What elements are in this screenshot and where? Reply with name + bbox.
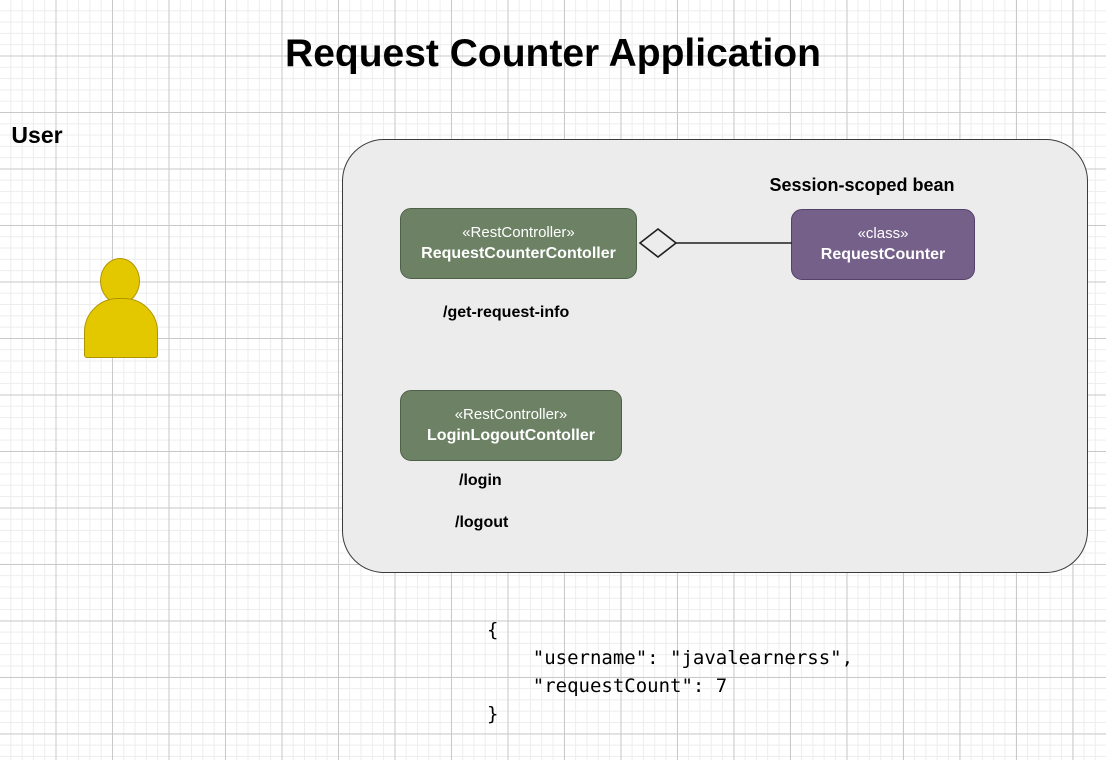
class-stereotype: «RestController» [454, 406, 568, 423]
aggregation-connector [638, 227, 792, 259]
page-title: Request Counter Application [285, 32, 821, 75]
endpoint-label-get-request-info: /get-request-info [443, 304, 570, 321]
session-scoped-bean-label: Session-scoped bean [769, 175, 955, 195]
class-box-request-counter[interactable]: «class» RequestCounter [791, 209, 975, 280]
class-name: RequestCounterContoller [421, 245, 616, 262]
class-box-login-logout-controller[interactable]: «RestController» LoginLogoutContoller [400, 390, 622, 461]
user-actor-body-icon [84, 298, 158, 358]
user-actor-label: User [11, 122, 63, 148]
user-actor [84, 258, 158, 410]
endpoint-label-logout: /logout [455, 514, 509, 531]
class-box-request-counter-controller[interactable]: «RestController» RequestCounterContoller [400, 208, 637, 279]
class-stereotype: «class» [857, 225, 909, 242]
class-stereotype: «RestController» [462, 224, 575, 241]
json-response-output: { "username": "javalearnerss", "requestC… [487, 619, 854, 725]
session-scoped-bean-container [342, 139, 1088, 573]
endpoint-label-login: /login [459, 472, 502, 489]
class-name: LoginLogoutContoller [427, 427, 595, 444]
user-actor-head-icon [100, 258, 140, 304]
class-name: RequestCounter [820, 246, 946, 263]
